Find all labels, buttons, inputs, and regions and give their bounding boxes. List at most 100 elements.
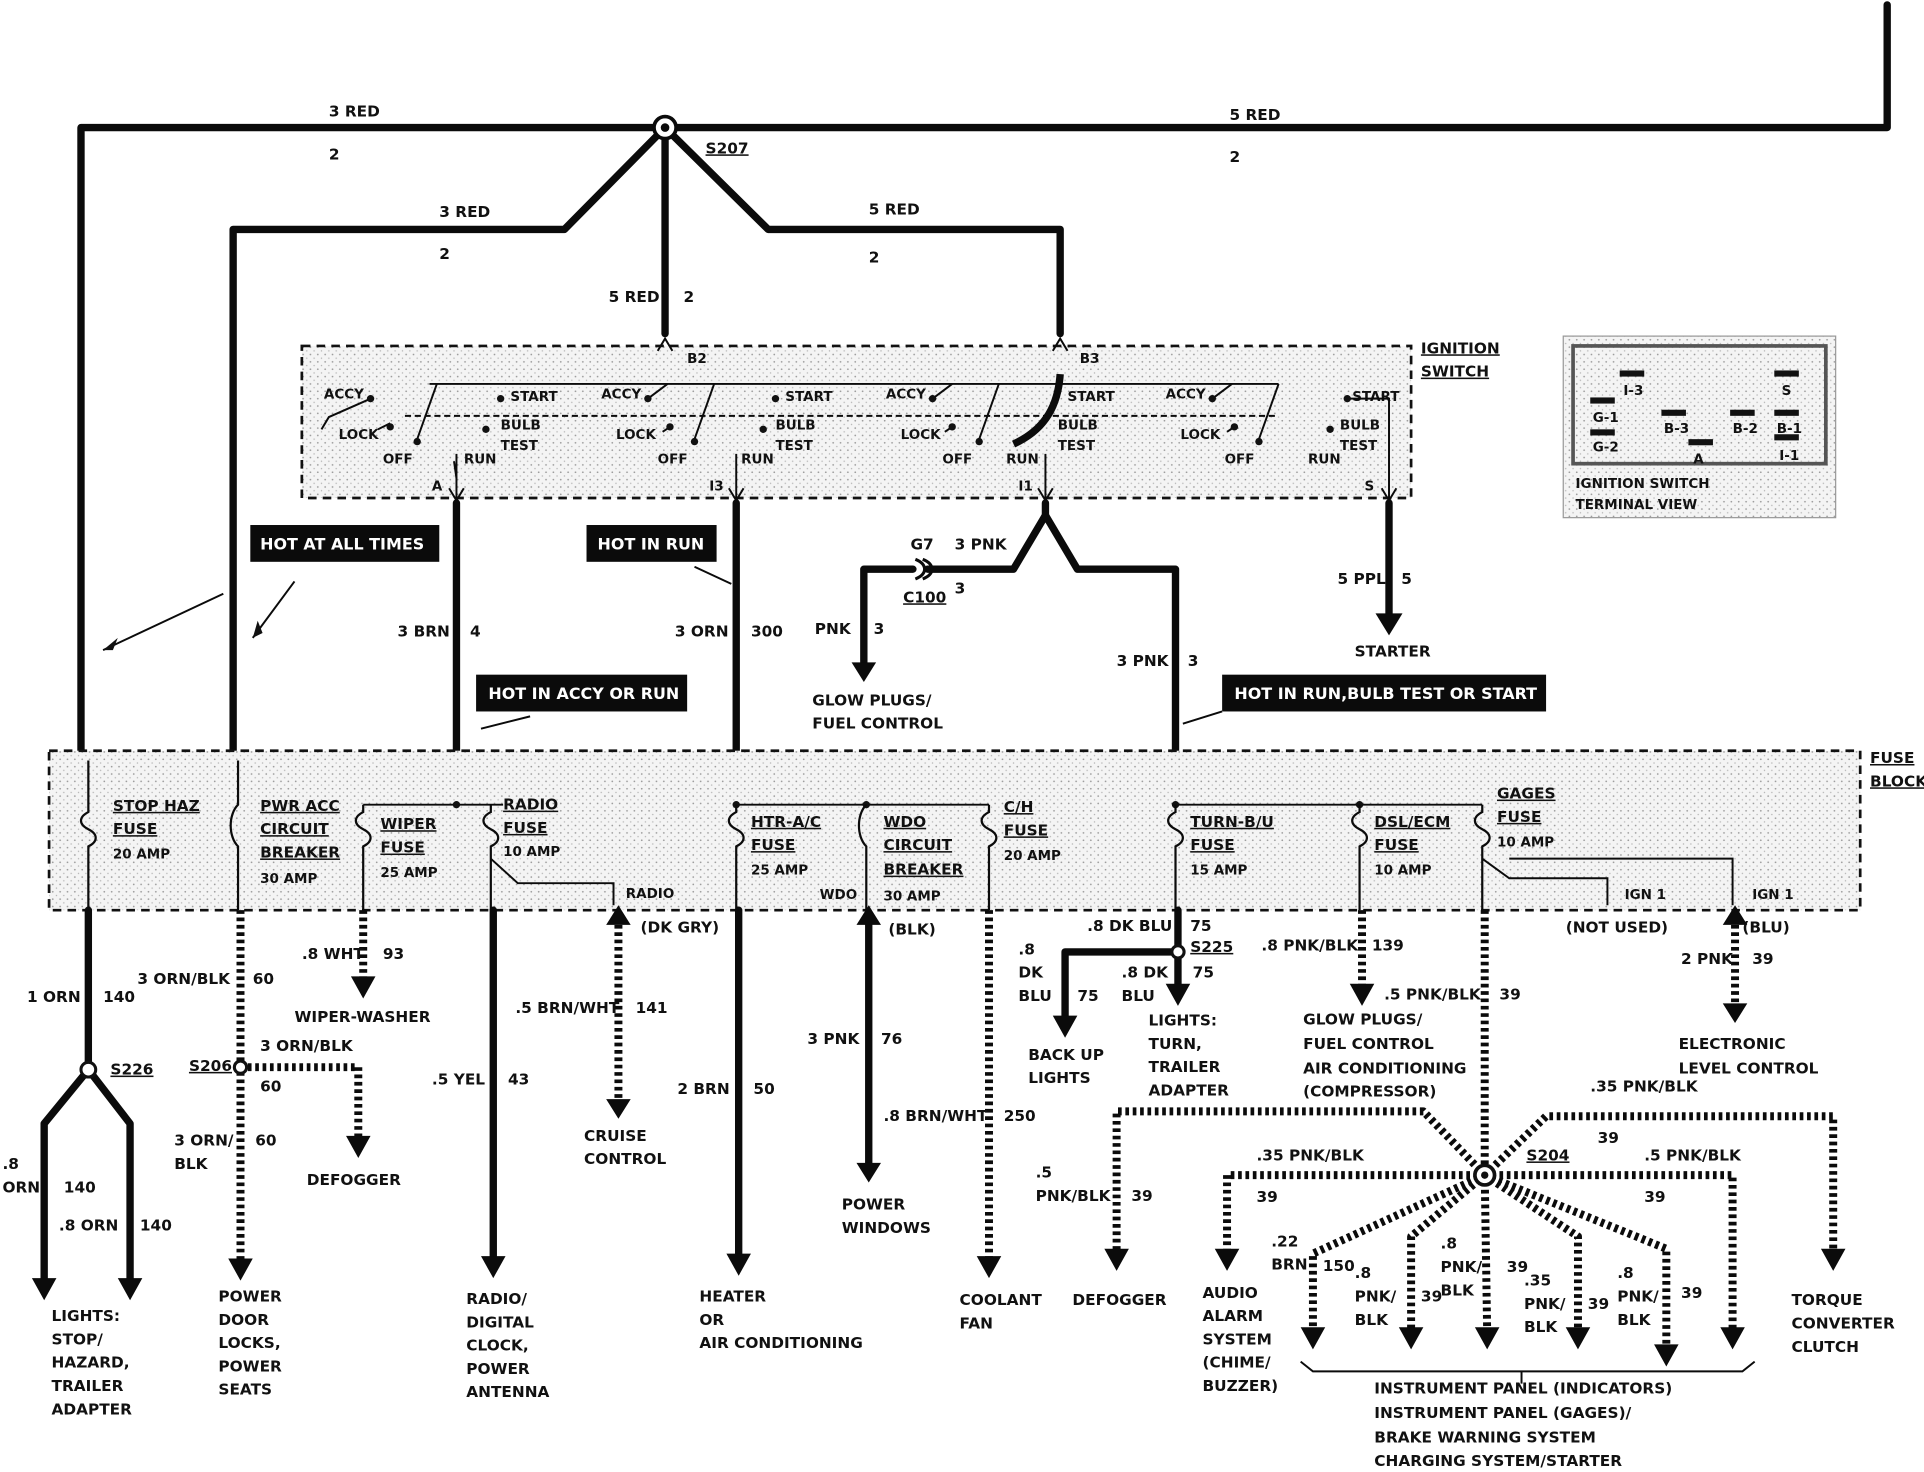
terminal-i1: I1 [1018,479,1032,495]
switch-section-3: ACCY LOCK OFF RUN START BULB TEST I1 [886,373,1116,503]
wire-s204-ip3 [1480,1175,1492,1333]
label-wire-a: 3 BRN [398,623,450,641]
out-elc-1: ELECTRONIC [1679,1035,1786,1053]
pin-a: A [1693,452,1704,468]
label-splice-s207: S207 [706,139,749,157]
pos-start-1: START [510,389,558,405]
out-heater-2: OR [699,1311,724,1329]
label-w60c-1: 3 ORN/ [174,1132,234,1150]
pos-bulb-4: BULB [1340,417,1380,433]
label-wdo-color: (BLK) [888,921,935,939]
out-ign1-right: IGN 1 [1752,887,1793,903]
label-branch-center-wire: 5 RED [609,288,660,306]
wire-140 [40,906,134,1292]
out-power-door-4: POWER [218,1357,282,1375]
breaker-pwr-acc [229,760,240,911]
fuse-rating-stop: 20 AMP [113,847,170,863]
label-w250: .8 BRN/WHT [883,1107,987,1125]
arrows-60 [228,1135,371,1281]
label-w35c-circuit: 39 [1588,1295,1609,1313]
pos-start-2: START [785,389,833,405]
label-wire-i3: 3 ORN [675,623,729,641]
fuse-stop-haz [79,760,97,911]
fuse-rating-wiper: 25 AMP [380,865,437,881]
label-w50: 2 BRN [677,1080,729,1098]
label-top-right-circuit: 2 [1229,148,1240,166]
fuse-label-pwr-3: BREAKER [260,843,340,861]
label-w5pb-2: PNK/BLK [1036,1187,1112,1205]
label-wire-starter: 5 PPL [1337,570,1385,588]
pos-run-1: RUN [464,452,497,468]
pin-i1: I-1 [1779,448,1799,464]
fuse-label-ch-1: C/H [1004,798,1034,816]
out-lights-stop-1: LIGHTS: [52,1307,121,1325]
pos-start-4: START [1352,389,1400,405]
label-w60b-circuit: 60 [260,1078,281,1096]
out-lights-stop-3: HAZARD, [52,1354,130,1372]
out-radio-2: DIGITAL [466,1313,534,1331]
pin-g1: G-1 [1593,410,1619,426]
fuse-htr-ac [727,804,745,911]
label-branch-left-wire: 3 RED [439,203,490,221]
label-w8a-1: .8 [1355,1264,1372,1282]
out-radio: RADIO [626,886,675,902]
out-glow2-1: GLOW PLUGS/ [1303,1010,1423,1028]
label-wire-i1-circuit: 3 [1188,652,1199,670]
out-power-door-3: LOCKS, [218,1334,280,1352]
label-w8c-3: BLK [1617,1311,1651,1329]
label-wire-a-circuit: 4 [470,623,481,641]
label-w22-2: BRN [1271,1256,1307,1274]
out-audio-1: AUDIO [1203,1284,1258,1302]
switch-run-arm [1011,373,1064,448]
label-w75-circuit: 75 [1190,917,1211,935]
wire-s204-torque [1481,1112,1838,1254]
label-w50-circuit: 50 [753,1080,774,1098]
label-w140a-circuit: 140 [64,1178,96,1196]
label-w5pb2-circuit: 39 [1644,1188,1665,1206]
label-c100: C100 [903,588,946,606]
label-w8a-circuit: 39 [1421,1287,1442,1305]
terminal-view-title-1: IGNITION SWITCH [1576,476,1710,492]
pos-lock-2: LOCK [616,427,656,443]
pos-lock-3: LOCK [901,427,941,443]
tag-hot-run-pointer [694,565,732,585]
terminal-i3: I3 [709,479,723,495]
fuse-label-gages-1: GAGES [1497,785,1556,803]
label-w141: .5 BRN/WHT [515,999,619,1017]
wire-s204-ip2 [1407,1172,1488,1333]
label-w139: .8 PNK/BLK [1261,937,1359,955]
pos-run-4: RUN [1308,452,1341,468]
out-lights-stop-2: STOP/ [52,1330,104,1348]
tag-hot-rbs-box [1222,674,1547,712]
out-ip3: BRAKE WARNING SYSTEM [1374,1429,1596,1447]
pos-test-3: TEST [1058,438,1096,454]
tag-hot-all: HOT AT ALL TIMES [260,535,424,554]
label-w8c-1: .8 [1617,1264,1634,1282]
pos-bulb-2: BULB [775,417,815,433]
label-w8b-3: BLK [1441,1281,1475,1299]
hot-tags: HOT AT ALL TIMES HOT IN RUN HOT IN ACCY … [102,525,1547,730]
label-w75b-1: .8 DK [1122,964,1170,982]
pos-accy-2: ACCY [601,387,641,403]
terminal-b2: B2 [687,351,707,367]
fuse-label-htr-2: FUSE [751,836,795,854]
out-coolant-2: FAN [960,1314,993,1332]
label-w35b-circuit: 39 [1256,1188,1277,1206]
label-w35c-2: PNK/ [1524,1295,1566,1313]
arrow-93 [350,976,376,999]
pos-start-3: START [1068,389,1116,405]
splice-s226 [79,1060,98,1079]
pos-lock-4: LOCK [1180,427,1220,443]
label-starter: STARTER [1355,642,1431,660]
terminal-b3: B3 [1080,351,1100,367]
wire-5red-branch [661,123,1064,338]
pos-off-2: OFF [658,452,688,468]
fuse-label-stop-1: STOP HAZ [113,797,200,815]
fuse-label-dsl-1: DSL/ECM [1374,813,1450,831]
fuse-rating-radio: 10 AMP [503,844,560,860]
switch-section-1: ACCY LOCK OFF RUN START BULB TEST A [320,383,559,503]
out-audio-4: (CHIME/ [1203,1354,1272,1372]
out-backup-1: BACK UP [1028,1046,1104,1064]
arrow-43 [481,1256,506,1279]
